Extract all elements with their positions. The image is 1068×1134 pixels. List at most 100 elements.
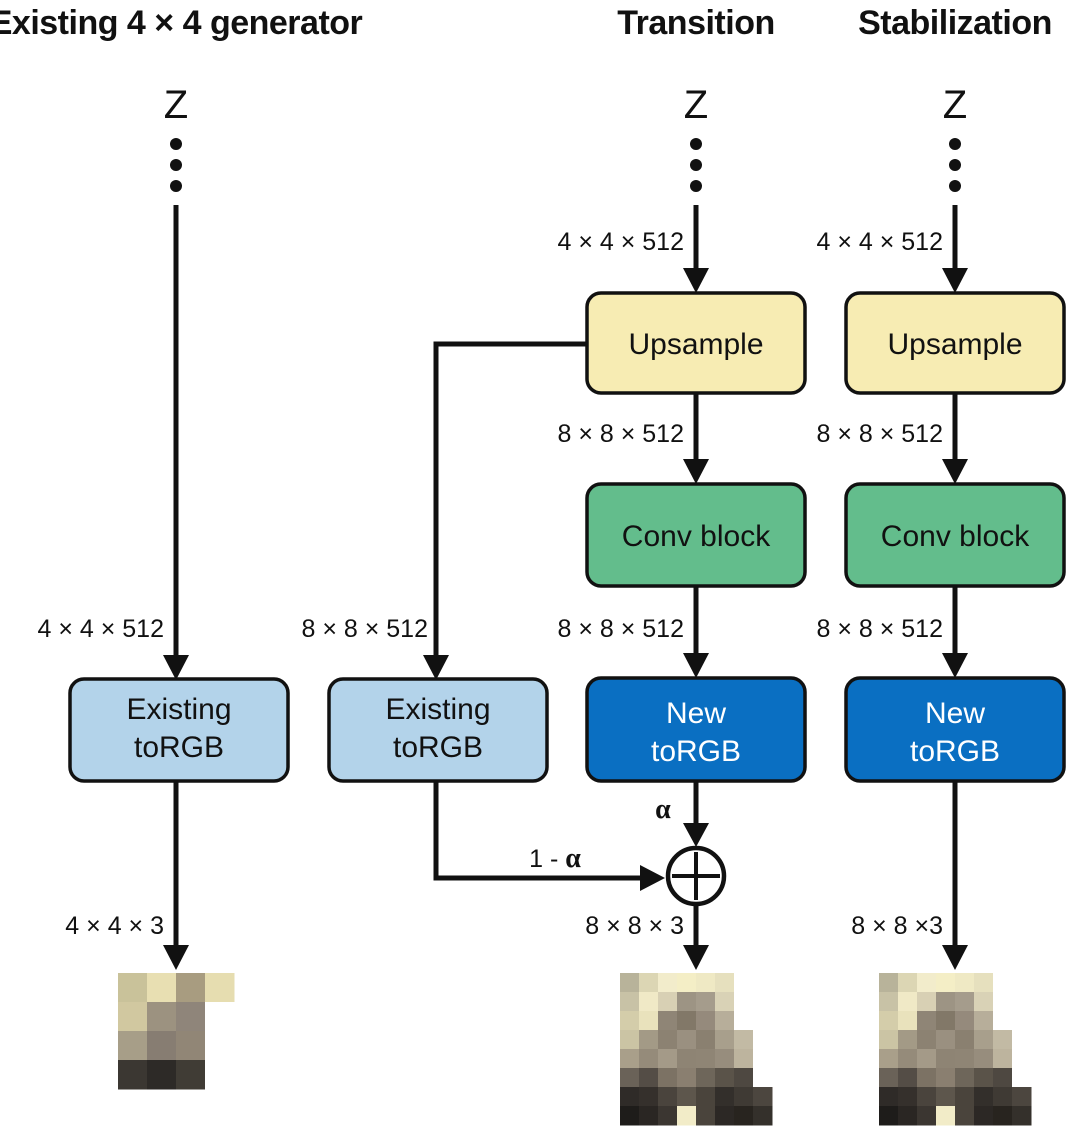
ellipsis-dots — [690, 138, 702, 192]
image-pixel — [639, 1030, 659, 1050]
image-pixel — [677, 1106, 697, 1126]
image-pixel — [147, 1060, 177, 1090]
image-pixel — [879, 1068, 899, 1088]
image-pixel — [715, 973, 735, 993]
image-pixel — [715, 1011, 735, 1031]
image-pixel — [753, 1068, 773, 1088]
arrowhead — [942, 268, 968, 293]
image-pixel — [955, 1087, 975, 1107]
image-pixel — [974, 973, 994, 993]
image-pixel — [696, 1087, 716, 1107]
image-pixel — [147, 1031, 177, 1061]
image-pixel — [974, 1011, 994, 1031]
image-pixel — [974, 1068, 994, 1088]
image-pixel — [955, 1049, 975, 1069]
image-pixel — [974, 1087, 994, 1107]
image-pixel — [677, 992, 697, 1012]
image-pixel — [658, 1011, 678, 1031]
dim-label: 8 × 8 × 512 — [816, 615, 943, 643]
image-pixel — [955, 973, 975, 993]
skip-arrow-to-existing-torgb — [433, 341, 587, 655]
image-pixel — [753, 992, 773, 1012]
image-pixel — [205, 1060, 235, 1090]
image-pixel — [147, 1002, 177, 1032]
image-pixel — [734, 973, 754, 993]
image-pixel — [715, 1106, 735, 1126]
image-pixel — [677, 1087, 697, 1107]
box-label: Conv block — [622, 520, 771, 553]
dim-label: 8 × 8 × 512 — [557, 420, 684, 448]
dim-label: 4 × 4 × 3 — [65, 912, 164, 940]
image-pixel — [715, 1049, 735, 1069]
image-pixel — [917, 1087, 937, 1107]
box-label: Existing — [385, 693, 490, 726]
image-pixel — [879, 1049, 899, 1069]
image-pixel — [677, 1030, 697, 1050]
box-label: New — [925, 697, 985, 730]
image-pixel — [715, 1068, 735, 1088]
image-pixel — [677, 973, 697, 993]
box-label: toRGB — [651, 735, 741, 768]
image-pixel — [176, 1002, 206, 1032]
ellipsis-dots — [170, 138, 182, 192]
box-label: New — [666, 697, 726, 730]
image-pixel — [176, 1031, 206, 1061]
image-pixel — [118, 1002, 148, 1032]
image-pixel — [677, 1049, 697, 1069]
image-pixel — [936, 973, 956, 993]
z-input-label: Z — [164, 83, 188, 127]
image-pixel — [639, 1087, 659, 1107]
image-pixel — [955, 992, 975, 1012]
output-image-8x8-transition — [620, 973, 773, 1126]
image-pixel — [917, 992, 937, 1012]
image-pixel — [734, 1068, 754, 1088]
image-pixel — [955, 1068, 975, 1088]
arrowhead — [942, 653, 968, 678]
image-pixel — [696, 1106, 716, 1126]
image-pixel — [639, 992, 659, 1012]
image-pixel — [936, 992, 956, 1012]
column-transition: Z 4 × 4 × 512 Upsample 8 × 8 × 512 Conv … — [557, 83, 807, 1126]
image-pixel — [118, 1031, 148, 1061]
image-pixel — [753, 1087, 773, 1107]
image-pixel — [974, 1030, 994, 1050]
image-pixel — [639, 973, 659, 993]
image-pixel — [658, 1087, 678, 1107]
image-pixel — [205, 973, 235, 1003]
image-pixel — [734, 992, 754, 1012]
arrowhead — [163, 655, 189, 680]
image-pixel — [696, 992, 716, 1012]
image-pixel — [753, 1049, 773, 1069]
image-pixel — [898, 1106, 918, 1126]
skip-arrow-to-sum-node — [433, 781, 642, 881]
image-pixel — [620, 1087, 640, 1107]
image-pixel — [696, 973, 716, 993]
title-existing-generator: Existing 4 × 4 generator — [0, 4, 363, 42]
image-pixel — [974, 1049, 994, 1069]
image-pixel — [993, 1030, 1013, 1050]
image-pixel — [147, 973, 177, 1003]
column-stabilization: Z 4 × 4 × 512 Upsample 8 × 8 × 512 Conv … — [816, 83, 1066, 1126]
image-pixel — [620, 1049, 640, 1069]
arrowhead — [683, 459, 709, 484]
title-stabilization: Stabilization — [858, 4, 1052, 42]
image-pixel — [936, 1068, 956, 1088]
image-pixel — [1012, 973, 1032, 993]
image-pixel — [639, 1011, 659, 1031]
image-pixel — [993, 1068, 1013, 1088]
image-pixel — [658, 1106, 678, 1126]
image-pixel — [879, 1011, 899, 1031]
image-pixel — [917, 1068, 937, 1088]
dim-label: 8 × 8 × 512 — [557, 615, 684, 643]
image-pixel — [955, 1106, 975, 1126]
image-pixel — [1012, 1011, 1032, 1031]
image-pixel — [715, 992, 735, 1012]
image-pixel — [176, 973, 206, 1003]
z-input-label: Z — [943, 83, 967, 127]
box-label: Conv block — [881, 520, 1030, 553]
output-image-8x8-stabilization — [879, 973, 1032, 1126]
image-pixel — [620, 1030, 640, 1050]
image-pixel — [118, 973, 148, 1003]
image-pixel — [917, 1011, 937, 1031]
